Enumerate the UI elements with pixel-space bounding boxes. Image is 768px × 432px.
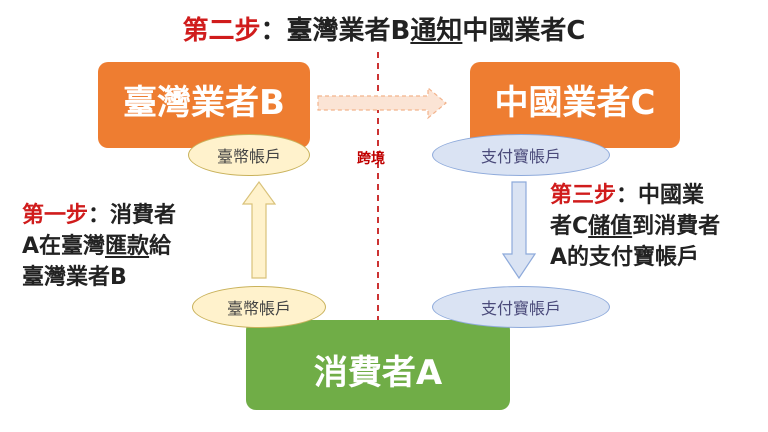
alipay-account-top: 支付寶帳戶	[432, 134, 610, 176]
step2-notify: 通知	[410, 16, 463, 46]
step2-title: 第二步：臺灣業者B通知中國業者C	[0, 10, 768, 47]
step2-label: 第二步	[182, 16, 261, 46]
step1-line2-pre: A在臺灣	[22, 234, 106, 259]
step1-line1: ：消費者	[88, 203, 177, 228]
step3-label: 第三步	[550, 183, 617, 208]
step1-line3: 臺灣業者B	[22, 265, 127, 290]
step2-post: 中國業者C	[462, 16, 586, 46]
china-vendor-label: 中國業者C	[494, 82, 656, 123]
twd-account-bottom: 臺幣帳戶	[192, 286, 326, 328]
step3-line2-pre: 者C	[550, 214, 589, 239]
step1-remit: 匯款	[105, 234, 150, 259]
alipay-account-top-label: 支付寶帳戶	[480, 147, 561, 166]
step3-line1: ：中國業	[616, 183, 705, 208]
twd-account-top-label: 臺幣帳戶	[216, 147, 281, 166]
step2-colon: ：	[260, 16, 287, 46]
notify-arrow	[317, 86, 447, 120]
consumer-label: 消費者A	[313, 352, 443, 393]
taiwan-vendor-label: 臺灣業者B	[123, 82, 285, 123]
twd-account-bottom-label: 臺幣帳戶	[226, 299, 291, 318]
store-value-arrow	[501, 181, 537, 280]
cross-border-label: 跨境	[357, 151, 385, 167]
step3-text: 第三步：中國業 者C儲值到消費者 A的支付寶帳戶	[550, 180, 720, 273]
twd-account-top: 臺幣帳戶	[188, 134, 310, 176]
alipay-account-bottom: 支付寶帳戶	[432, 286, 610, 328]
step1-label: 第一步	[22, 203, 89, 228]
step1-line2-post: 給	[149, 234, 172, 259]
step3-store-value: 儲值	[588, 214, 633, 239]
alipay-account-bottom-label: 支付寶帳戶	[480, 299, 561, 318]
step2-pre: 臺灣業者B	[286, 16, 411, 46]
consumer-box: 消費者A	[246, 320, 510, 410]
remit-arrow	[241, 180, 277, 279]
step3-line2-post: 到消費者	[632, 214, 721, 239]
taiwan-vendor-box: 臺灣業者B	[98, 62, 310, 148]
step3-line3: A的支付寶帳戶	[550, 245, 700, 270]
step1-text: 第一步：消費者 A在臺灣匯款給 臺灣業者B	[22, 200, 176, 293]
